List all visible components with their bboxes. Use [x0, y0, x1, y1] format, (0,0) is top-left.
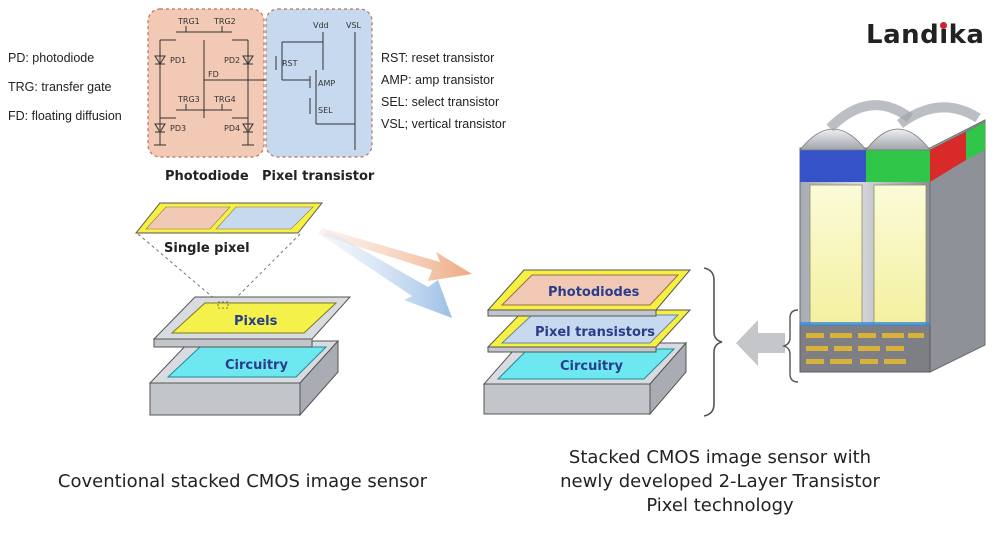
legend-trg: TRG: transfer gate — [8, 80, 112, 94]
label-trg3: TRG3 — [177, 95, 200, 104]
legend-amp: AMP: amp transistor — [381, 73, 495, 87]
label-single-pixel: Single pixel — [164, 241, 250, 256]
cell-light-left — [809, 184, 863, 326]
transistor-region — [265, 8, 373, 158]
transistor-circuit: Vdd VSL RST AMP SEL — [265, 8, 373, 158]
label-pd4: PD4 — [224, 124, 240, 133]
legend-left: PD: photodiode TRG: transfer gate FD: fl… — [8, 51, 122, 123]
label-amp: AMP — [318, 79, 335, 88]
conventional-stack: Circuitry Pixels — [148, 296, 352, 417]
transition-arrows — [318, 228, 472, 318]
arrow-orange — [318, 228, 472, 281]
label-vsl: VSL — [346, 21, 362, 30]
brand-name: Landika — [866, 20, 985, 50]
legend-right: RST: reset transistor AMP: amp transisto… — [381, 51, 506, 131]
cell-light-right — [873, 184, 927, 326]
brand-dot — [940, 22, 947, 29]
new-photodiode-layer — [500, 274, 680, 306]
new-circuitry-label: Circuitry — [560, 359, 623, 374]
label-trg4: TRG4 — [213, 95, 236, 104]
label-rst: RST — [282, 59, 298, 68]
conventional-pixels-label: Pixels — [234, 314, 278, 329]
photodiode-circuit: TRG1 TRG2 PD1 PD2 FD TRG3 TRG4 PD3 PD4 — [147, 8, 268, 158]
label-trg1: TRG1 — [177, 17, 200, 26]
label-pd2: PD2 — [224, 56, 240, 65]
color-filter-blue — [800, 150, 866, 182]
legend-rst: RST: reset transistor — [381, 51, 495, 65]
legend-pd: PD: photodiode — [8, 51, 95, 65]
caption-conventional: Coventional stacked CMOS image sensor — [20, 470, 465, 494]
conventional-circuitry-label: Circuitry — [225, 358, 288, 373]
single-pixel-transistor — [215, 206, 314, 230]
label-trg2: TRG2 — [213, 17, 236, 26]
micro-lens-left — [799, 128, 867, 151]
caption-new: Stacked CMOS image sensor with newly dev… — [510, 446, 930, 518]
caption-new-line-2: newly developed 2-Layer Transistor — [560, 471, 880, 492]
single-pixel — [134, 202, 324, 234]
color-filter-red — [930, 132, 966, 182]
legend-sel: SEL: select transistor — [381, 95, 500, 109]
sensor-cell-3d — [799, 100, 986, 373]
label-fd: FD — [208, 70, 219, 79]
conventional-pixels-layer — [170, 302, 338, 334]
caption-new-line-1: Stacked CMOS image sensor with — [568, 447, 872, 468]
label-photodiode: Photodiode — [165, 169, 249, 184]
micro-lens-right — [865, 128, 931, 151]
legend-fd: FD: floating diffusion — [8, 109, 122, 123]
new-stack: Circuitry Pixel transistors Photodiodes — [482, 269, 692, 416]
label-sel: SEL — [318, 106, 333, 115]
caption-conventional-text: Coventional stacked CMOS image sensor — [57, 471, 428, 492]
legend-vsl: VSL; vertical transistor — [381, 117, 507, 131]
label-pd3: PD3 — [170, 124, 186, 133]
cell-brace — [781, 309, 799, 383]
color-filter-green — [866, 150, 930, 182]
photodiode-region — [147, 8, 265, 158]
single-pixel-photodiode — [145, 206, 231, 230]
caption-new-line-3: Pixel technology — [646, 495, 794, 516]
label-pd1: PD1 — [170, 56, 186, 65]
label-vdd: Vdd — [313, 21, 329, 30]
stack-brace — [703, 267, 723, 417]
brand-logo: Landika — [866, 20, 984, 50]
new-photodiode-label: Photodiodes — [548, 285, 640, 300]
arrow-blue — [322, 230, 452, 318]
new-transistor-label: Pixel transistors — [535, 325, 655, 340]
gray-left-arrow — [736, 320, 785, 366]
label-pixel-transistor: Pixel transistor — [262, 169, 375, 184]
